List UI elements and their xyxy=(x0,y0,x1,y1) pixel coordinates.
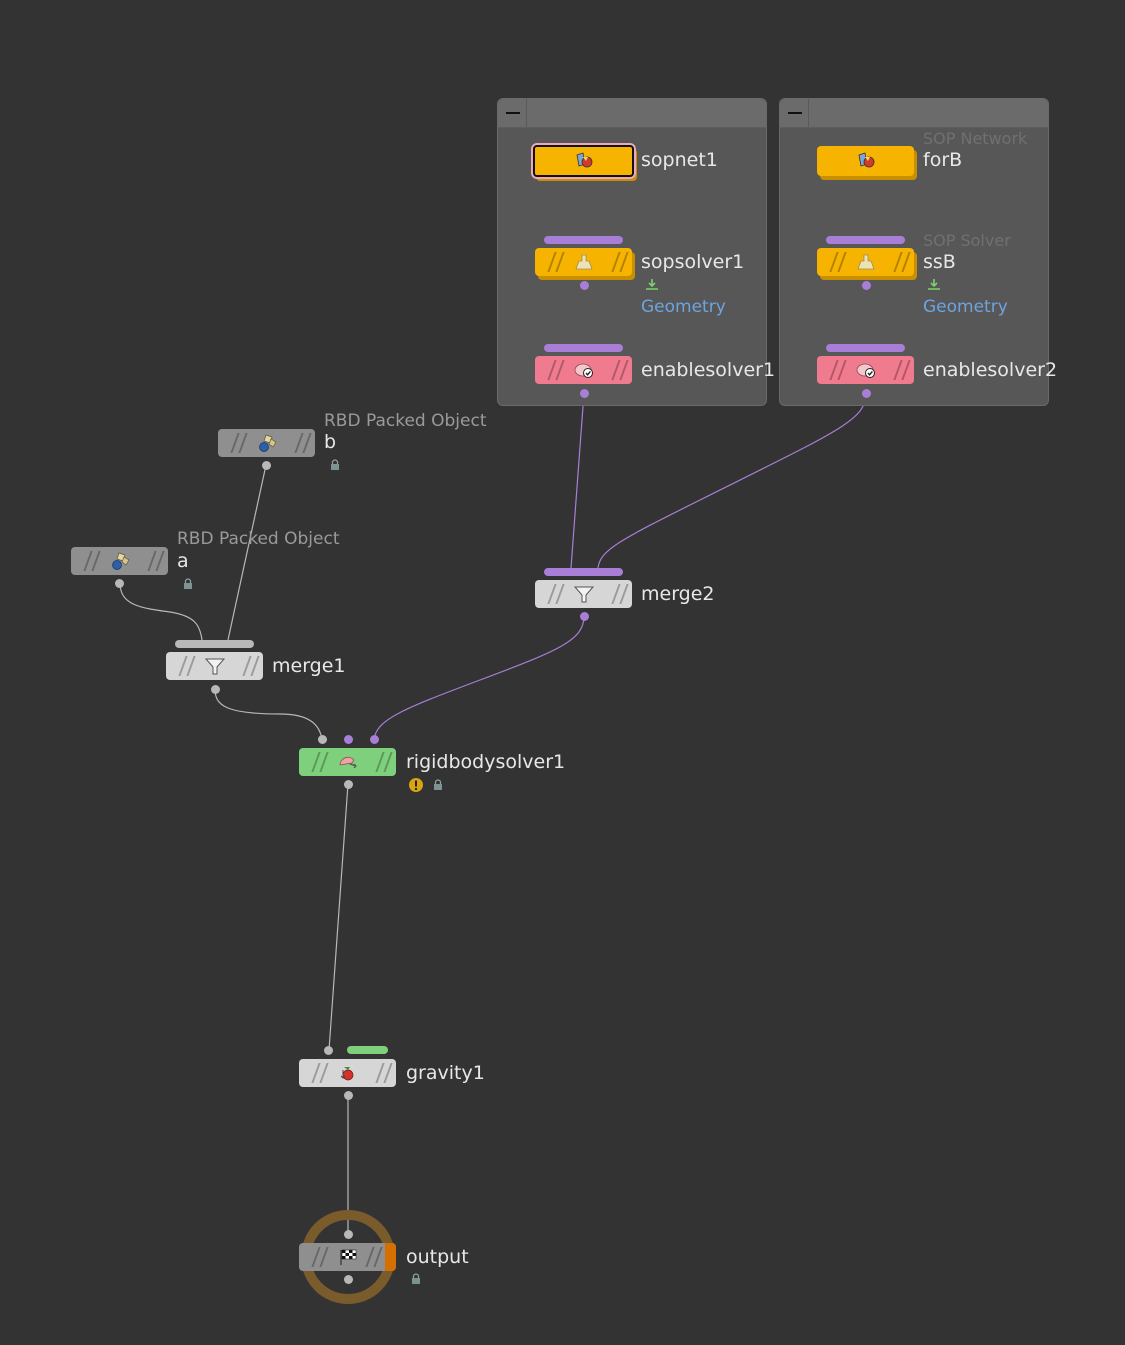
node-type-label-a: RBD Packed Object xyxy=(177,529,340,549)
display-flag-indicator[interactable] xyxy=(385,1243,396,1271)
node-type-label-b: RBD Packed Object xyxy=(324,411,487,431)
lock-icon[interactable] xyxy=(432,779,444,791)
output-connector-merge2[interactable] xyxy=(580,612,589,621)
node-type-label-forB: SOP Network xyxy=(923,129,1028,148)
input-connector-1[interactable] xyxy=(318,735,327,744)
output-connector-rigidbodysolver1[interactable] xyxy=(344,780,353,789)
output-connector-enablesolver2[interactable] xyxy=(862,389,871,398)
node-label-sopsolver1[interactable]: sopsolver1 xyxy=(641,251,745,273)
output-connector-merge1[interactable] xyxy=(211,685,220,694)
wire-enablesolver2-merge2 xyxy=(597,392,867,569)
output-connector-sopsolver1[interactable] xyxy=(580,281,589,290)
node-ssB[interactable] xyxy=(817,248,914,276)
collapse-tab[interactable] xyxy=(498,99,527,127)
node-label-merge2[interactable]: merge2 xyxy=(641,583,715,605)
sop-network-icon xyxy=(576,152,592,168)
wire-rigidbodysolver1-gravity1 xyxy=(328,783,349,1051)
node-label-rigidbodysolver1[interactable]: rigidbodysolver1 xyxy=(406,751,566,773)
node-a[interactable] xyxy=(71,547,168,575)
input-connector-2[interactable] xyxy=(344,735,353,744)
rigid-body-solver-icon xyxy=(339,756,357,769)
lock-icon[interactable] xyxy=(329,459,341,471)
node-label-enablesolver1[interactable]: enablesolver1 xyxy=(641,359,776,381)
input-bar-sopsolver1[interactable] xyxy=(544,236,623,244)
wire-a-merge1 xyxy=(119,582,203,641)
node-label-forB[interactable]: forB xyxy=(923,149,963,171)
input-connector-gravity1[interactable] xyxy=(324,1046,333,1055)
wire-enablesolver1-merge2 xyxy=(570,392,585,569)
wire-merge1-rigidbodysolver1 xyxy=(214,688,323,741)
checkered-flag-icon xyxy=(339,1249,356,1265)
output-label-sopsolver1: Geometry xyxy=(641,297,726,317)
lock-icon[interactable] xyxy=(410,1273,422,1285)
network-box-header[interactable] xyxy=(780,99,1048,128)
sop-network-icon xyxy=(858,152,874,168)
node-type-label-ssB: SOP Solver xyxy=(923,231,1011,250)
output-connector-enablesolver1[interactable] xyxy=(580,389,589,398)
output-connector-b[interactable] xyxy=(262,461,271,470)
node-gravity1[interactable] xyxy=(299,1059,396,1087)
node-label-output[interactable]: output xyxy=(406,1246,469,1268)
output-connector-a[interactable] xyxy=(115,579,124,588)
input-bar-merge1[interactable] xyxy=(175,640,254,648)
minus-icon[interactable] xyxy=(788,112,802,114)
collapse-tab[interactable] xyxy=(780,99,809,127)
node-label-sopnet1[interactable]: sopnet1 xyxy=(641,149,718,171)
output-connector-output[interactable] xyxy=(344,1275,353,1284)
input-bar-gravity1[interactable] xyxy=(347,1046,388,1054)
wire-merge2-rigidbodysolver1 xyxy=(373,615,585,741)
display-flag-icon xyxy=(646,279,658,290)
lock-icon[interactable] xyxy=(182,578,194,590)
node-label-merge1[interactable]: merge1 xyxy=(272,655,346,677)
output-connector-ssB[interactable] xyxy=(862,281,871,290)
output-connector-gravity1[interactable] xyxy=(344,1091,353,1100)
sop-solver-icon xyxy=(856,254,875,270)
display-flag-icon xyxy=(928,279,940,290)
node-label-ssB[interactable]: ssB xyxy=(923,251,956,273)
output-label-ssB: Geometry xyxy=(923,297,1008,317)
node-label-enablesolver2[interactable]: enablesolver2 xyxy=(923,359,1058,381)
network-box-header[interactable] xyxy=(498,99,766,128)
input-bar-enablesolver2[interactable] xyxy=(826,344,905,352)
node-sopnet1[interactable] xyxy=(533,145,634,177)
node-sopsolver1[interactable] xyxy=(535,248,632,276)
enable-solver-icon xyxy=(856,363,875,378)
node-enablesolver1[interactable] xyxy=(535,356,632,384)
input-connector-output[interactable] xyxy=(344,1230,353,1239)
node-output[interactable] xyxy=(299,1243,396,1271)
node-merge2[interactable] xyxy=(535,580,632,608)
rbd-packed-object-icon xyxy=(258,434,276,452)
node-rigidbodysolver1[interactable] xyxy=(299,748,396,776)
enable-solver-icon xyxy=(574,363,593,378)
node-enablesolver2[interactable] xyxy=(817,356,914,384)
warning-icon[interactable] xyxy=(408,777,424,793)
input-bar-merge2[interactable] xyxy=(544,568,623,576)
input-bar-enablesolver1[interactable] xyxy=(544,344,623,352)
wire-b-merge1 xyxy=(227,464,267,641)
input-bar-ssB[interactable] xyxy=(826,236,905,244)
gravity-icon xyxy=(340,1067,353,1081)
input-connector-3[interactable] xyxy=(370,735,379,744)
node-b[interactable] xyxy=(218,429,315,457)
node-label-b[interactable]: b xyxy=(324,431,337,453)
merge-funnel-icon xyxy=(573,586,594,603)
minus-icon[interactable] xyxy=(506,112,520,114)
node-forB[interactable] xyxy=(817,146,914,176)
node-merge1[interactable] xyxy=(166,652,263,680)
merge-funnel-icon xyxy=(204,658,225,675)
node-label-gravity1[interactable]: gravity1 xyxy=(406,1062,485,1084)
sop-solver-icon xyxy=(574,254,593,270)
rbd-packed-object-icon xyxy=(111,552,129,570)
node-label-a[interactable]: a xyxy=(177,550,189,572)
